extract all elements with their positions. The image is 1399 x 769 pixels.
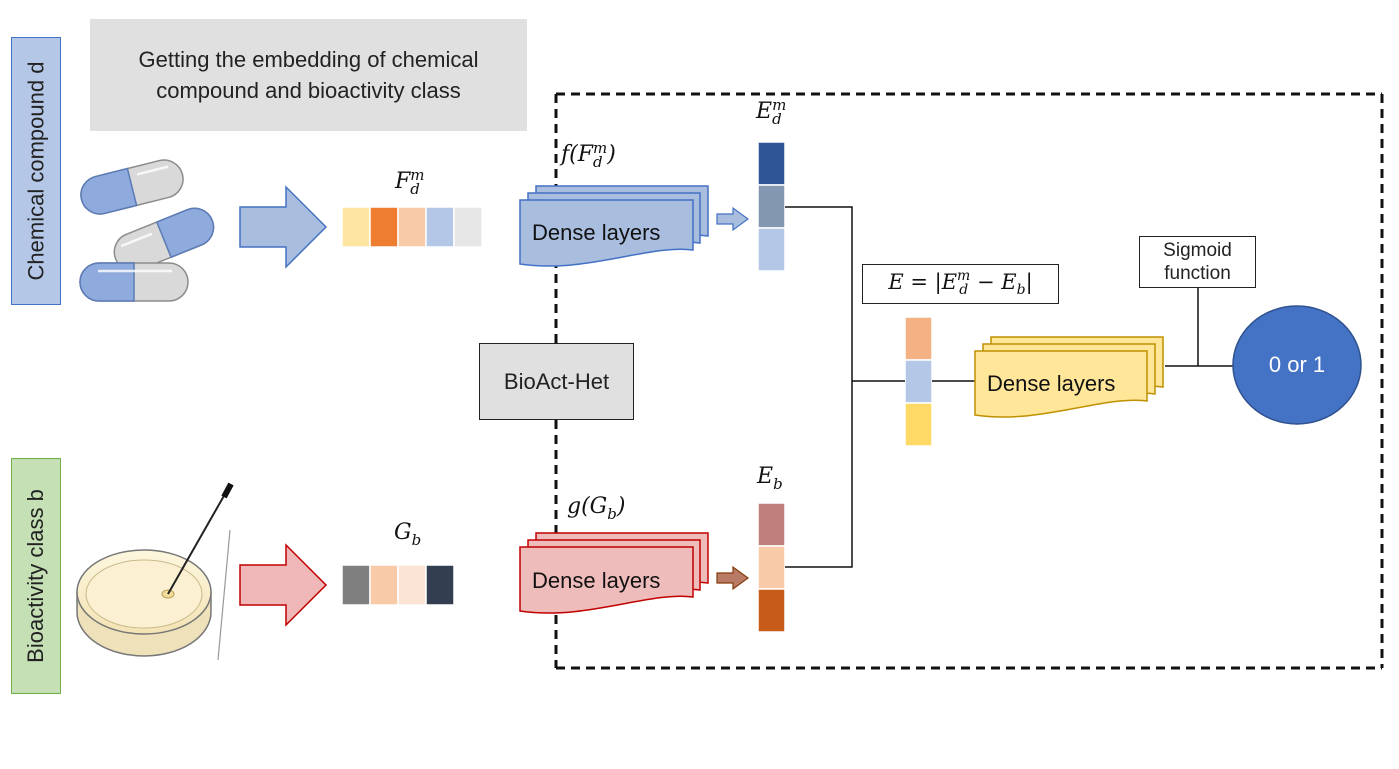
ed-sub: d [772, 110, 782, 128]
f-fn: f(F [561, 142, 593, 167]
bioactivity-vector-cell [397, 564, 427, 606]
model-name-text: BioAct-Het [503, 368, 610, 394]
eb-base: E [757, 464, 774, 489]
sigmoid-text: Sigmoid function [1163, 240, 1232, 284]
diff-sub: d [959, 281, 969, 298]
diff-end: | [1025, 270, 1033, 294]
compound-input-arrow [239, 185, 328, 269]
compound-embedding-cell [757, 141, 786, 186]
model-name-box: BioAct-Het [479, 343, 634, 420]
compound-vector-cell [341, 206, 371, 248]
ed-sup: m [772, 96, 787, 114]
bioactivity-vector-cell [425, 564, 455, 606]
bioactivity-embedding-vector [757, 502, 786, 633]
bioactivity-vector-cell [369, 564, 399, 606]
difference-embedding-cell [904, 359, 933, 404]
gb-base: G [394, 520, 412, 545]
header-note-text: Getting the embedding of chemical compou… [138, 47, 479, 103]
f-fn-sup: m [593, 139, 608, 157]
output-label-text: 0 or 1 [1268, 352, 1326, 377]
bioactivity-small-arrow [716, 565, 750, 591]
diff-sub2: b [1016, 282, 1026, 298]
bioactivity-dense-layers: Dense layers [519, 532, 709, 614]
diff-lhs: E = |E [888, 270, 958, 294]
diff-mid: − E [970, 270, 1017, 294]
compound-vector-cell [425, 206, 455, 248]
compound-vector-cell [397, 206, 427, 248]
gb-sub: b [411, 531, 422, 549]
compound-vector-cell [369, 206, 399, 248]
g-fn: g(G [567, 494, 608, 519]
compound-dense-layers-label: Dense layers [532, 220, 660, 245]
eb-sub: b [773, 475, 783, 493]
diff-sup: m [957, 267, 971, 284]
bioactivity-embedding-cell [757, 502, 786, 547]
ed-base: E [756, 99, 773, 124]
g-fn-close: ) [616, 494, 626, 519]
difference-embedding-cell [904, 402, 933, 447]
connector-lines [785, 206, 1233, 568]
bioactivity-encoder-label: g(Gb) [567, 494, 625, 523]
compound-vector-cell [453, 206, 483, 248]
bioactivity-dense-layers-label: Dense layers [532, 568, 660, 593]
pills-icon [79, 159, 215, 302]
fd-sup: m [410, 166, 425, 184]
bioactivity-embedding-cell [757, 545, 786, 590]
header-note: Getting the embedding of chemical compou… [90, 19, 527, 131]
f-fn-close: ) [607, 142, 616, 167]
compound-dense-layers: Dense layers [519, 185, 709, 267]
compound-small-arrow [716, 206, 750, 232]
output-label: 0 or 1 [1233, 306, 1361, 424]
fd-base: F [395, 169, 411, 194]
bioactivity-vector-cell [341, 564, 371, 606]
sigmoid-box: Sigmoid function [1139, 236, 1256, 288]
difference-embedding-cell [904, 316, 933, 361]
bioactivity-side-label: Bioactivity class b [11, 458, 61, 694]
difference-embedding-vector [904, 316, 933, 447]
compound-embedding-cell [757, 184, 786, 229]
g-fn-sub: b [607, 505, 617, 523]
compound-feature-vector [341, 206, 483, 248]
bioactivity-embedding-cell [757, 588, 786, 633]
fd-sub: d [410, 180, 420, 198]
compound-embedding-cell [757, 227, 786, 272]
compound-embedding-vector [757, 141, 786, 272]
output-node [1232, 305, 1362, 425]
classifier-dense-layers: Dense layers [974, 336, 1164, 418]
compound-side-label: Chemical compound d [11, 37, 61, 305]
classifier-dense-layers-label: Dense layers [987, 371, 1115, 396]
bioactivity-input-arrow [239, 543, 328, 627]
bioactivity-feature-vector [341, 564, 455, 606]
bioactivity-embedding-label: Eb [757, 464, 783, 493]
bioactivity-feature-label: Gb [394, 520, 421, 549]
petri-dish-icon [76, 482, 234, 661]
f-fn-sub: d [593, 153, 603, 171]
